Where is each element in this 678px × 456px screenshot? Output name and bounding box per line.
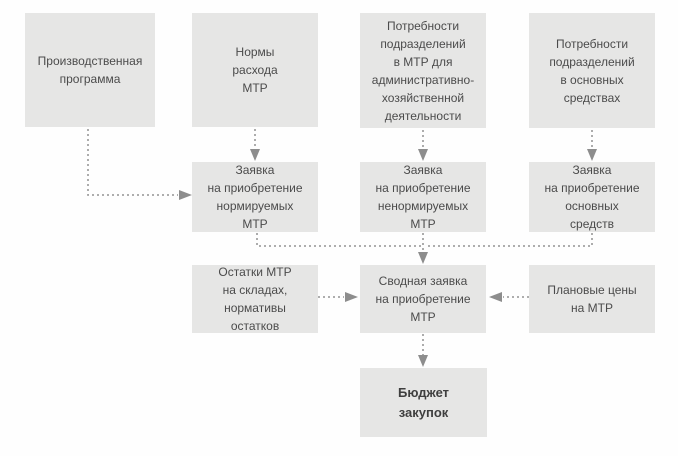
node-label-line: Заявка xyxy=(572,163,612,177)
node-label-line: подразделений xyxy=(549,54,635,69)
node-label-line: закупок xyxy=(398,404,449,420)
node-label-line: Заявка xyxy=(235,163,275,177)
node-label-line: Нормы xyxy=(235,45,275,59)
arrow-production-to-request-normed xyxy=(87,129,192,200)
node-dept-needs-fixed-assets: Потребности подразделений в основных сре… xyxy=(529,13,655,128)
node-label-line: МТР xyxy=(410,217,436,231)
node-label-line: основных xyxy=(565,199,619,213)
node-label-line: административно- xyxy=(371,72,475,87)
node-label-line: на складах, xyxy=(222,283,288,297)
node-label-line: на приобретение xyxy=(375,181,471,195)
node-label-line: МТР xyxy=(242,81,268,95)
node-label-line: нормативы xyxy=(224,301,286,315)
node-consolidated-request: Сводная заявка на приобретение МТР xyxy=(360,265,486,333)
arrow-request-fixed-to-consolidated xyxy=(425,233,593,247)
arrow-stock-to-consolidated xyxy=(318,292,358,302)
node-label-line: Заявка xyxy=(403,163,443,177)
node-request-fixed-assets: Заявка на приобретение основных средств xyxy=(529,162,655,232)
arrow-norms-to-request-normed xyxy=(250,129,260,161)
arrow-fixed-needs-to-request-fixed xyxy=(587,130,597,161)
node-dept-needs-admin-mtr: Потребности подразделений в МТР для адми… xyxy=(360,13,486,128)
node-label-line: хозяйственной xyxy=(381,90,465,105)
node-label-line: расхода xyxy=(232,63,278,77)
node-production-program: Производственная программа xyxy=(25,13,155,127)
node-stock-balances: Остатки МТР на складах, нормативы остатк… xyxy=(192,265,318,333)
arrow-request-normed-to-consolidated xyxy=(256,233,421,247)
node-label-line: Бюджет xyxy=(398,384,449,400)
node-label-line: средствах xyxy=(563,90,621,105)
node-label-line: в МТР для xyxy=(393,54,453,69)
arrow-admin-needs-to-request-unnormed xyxy=(418,130,428,161)
node-request-unnormed-mtr: Заявка на приобретение ненормируемых МТР xyxy=(360,162,486,232)
node-label-line: Производственная xyxy=(37,54,143,68)
node-label-line: ненормируемых xyxy=(377,199,469,213)
node-planned-prices: Плановые цены на МТР xyxy=(529,265,655,333)
node-label-line: Потребности xyxy=(386,18,460,33)
arrow-prices-to-consolidated xyxy=(489,292,529,302)
node-label-line: на приобретение xyxy=(544,181,640,195)
node-label-line: Сводная заявка xyxy=(378,274,468,288)
node-label-line: нормируемых xyxy=(216,199,294,213)
node-label-line: МТР xyxy=(242,217,268,231)
node-label-line: Остатки МТР xyxy=(218,265,292,279)
node-request-normed-mtr: Заявка на приобретение нормируемых МТР xyxy=(192,162,318,232)
arrow-consolidated-to-budget xyxy=(418,334,428,367)
node-label-line: на МТР xyxy=(571,301,613,315)
node-procurement-budget: Бюджет закупок xyxy=(360,368,487,437)
node-label-line: остатков xyxy=(230,319,280,333)
node-label-line: на приобретение xyxy=(375,292,471,306)
node-consumption-norms: Нормы расхода МТР xyxy=(192,13,318,127)
arrow-request-unnormed-to-consolidated xyxy=(418,233,428,264)
node-label-line: деятельности xyxy=(384,108,462,123)
node-label-line: на приобретение xyxy=(207,181,303,195)
node-label-line: МТР xyxy=(410,310,436,324)
node-label-line: Потребности xyxy=(555,36,629,51)
node-label-line: программа xyxy=(59,72,121,86)
node-label-line: Плановые цены xyxy=(547,283,637,297)
node-label-line: подразделений xyxy=(380,36,466,51)
node-label-line: средств xyxy=(570,217,614,231)
node-label-line: в основных xyxy=(560,72,624,87)
